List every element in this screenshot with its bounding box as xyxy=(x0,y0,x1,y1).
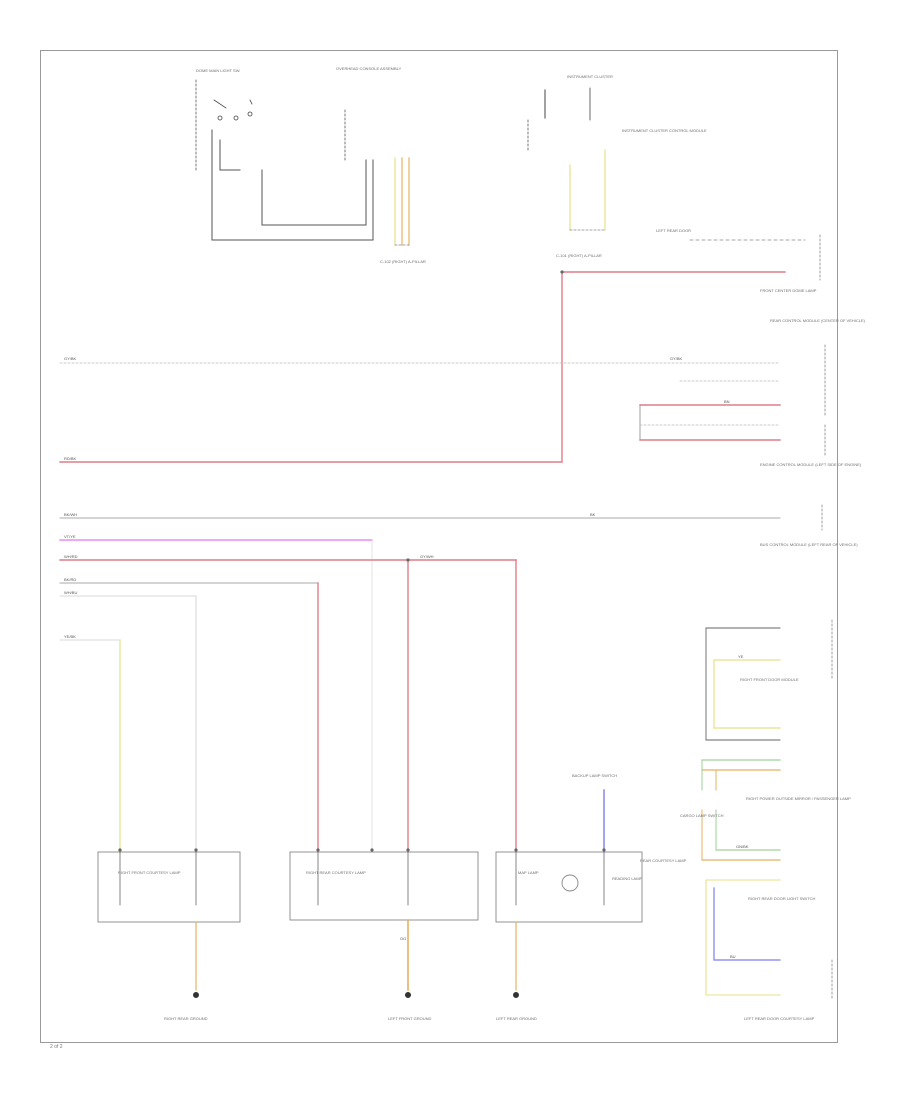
label-lr-door-lamp: LEFT REAR DOOR COURTESY LAMP xyxy=(744,1016,815,1021)
label-instrument-cluster: INSTRUMENT CLUSTER xyxy=(567,74,613,79)
label-ground-c: LEFT REAR GROUND xyxy=(496,1016,537,1021)
label-engine-ctrl: ENGINE CONTROL MODULE (LEFT SIDE OF ENGI… xyxy=(760,462,862,467)
wire-code-15: GN/BK xyxy=(736,844,749,849)
wire-code-14: OG xyxy=(400,936,406,941)
horizontal-bus-lines xyxy=(59,362,781,851)
wire-code-16: GY/WH xyxy=(420,554,434,559)
grounds xyxy=(193,992,519,998)
wire-code-7: BK/RD xyxy=(64,577,76,582)
dome-switch-group xyxy=(195,79,374,241)
wire-code-6: WH/RD xyxy=(64,554,78,559)
label-rear-control: REAR CONTROL MODULE (CENTER OF VEHICLE) xyxy=(770,318,866,323)
label-map-lamp: MAP LAMP xyxy=(518,870,539,875)
wire-code-13: BU xyxy=(730,954,736,959)
diagram-frame xyxy=(40,50,838,1043)
label-dome-switch: DOME MAIN LIGHT SW. xyxy=(196,68,240,73)
label-backup-lamp: BACKUP LAMP SWITCH xyxy=(572,773,617,778)
label-left-door: LEFT REAR DOOR xyxy=(656,228,691,233)
wire-code-4: BK/WH xyxy=(64,512,77,517)
right-side-connectors xyxy=(819,234,826,531)
labels: DOME MAIN LIGHT SW. OVERHEAD CONSOLE ASS… xyxy=(64,66,866,1021)
label-overhead: OVERHEAD CONSOLE ASSEMBLY xyxy=(336,66,402,71)
label-rr-lamp: RIGHT REAR COURTESY LAMP xyxy=(306,870,366,875)
label-conn-b: C-101 (RIGHT) A-PILLAR xyxy=(556,253,602,258)
rear-door-switch-wiring xyxy=(705,879,833,1001)
wire-code-2: GY/BK xyxy=(670,356,683,361)
label-rf-door-module: RIGHT FRONT DOOR MODULE xyxy=(740,677,799,682)
label-ground-a: RIGHT REAR GROUND xyxy=(164,1016,208,1021)
label-cargo-lamp: CARGO LAMP SWITCH xyxy=(680,813,724,818)
wire-code-10: BK xyxy=(590,512,596,517)
instrument-cluster-group xyxy=(527,87,606,231)
wire-code-9: YE/BK xyxy=(64,634,76,639)
wire-code-12: YE xyxy=(738,654,744,659)
label-right-rear-door: RIGHT REAR DOOR LIGHT SWITCH xyxy=(748,896,816,901)
wire-code-3: RD/BK xyxy=(64,456,77,461)
lamp-box-1 xyxy=(97,851,241,991)
wire-code-5: VT/YE xyxy=(64,534,76,539)
label-rear-courtesy: REAR COURTESY LAMP xyxy=(640,858,687,863)
main-red-wire xyxy=(59,271,786,463)
label-front-cargo: FRONT CENTER DOME LAMP xyxy=(760,288,817,293)
rf-door-module-wiring xyxy=(705,619,833,741)
terminals xyxy=(118,270,606,852)
lamp-box-3 xyxy=(495,789,643,991)
label-cluster-sub: INSTRUMENT CLUSTER CONTROL MODULE xyxy=(622,128,707,133)
sheet-id: 2 of 2 xyxy=(50,1044,63,1050)
label-reading-lamp: READING LAMP xyxy=(612,876,643,881)
label-ground-b: LEFT FRONT GROUND xyxy=(388,1016,432,1021)
wire-code-11: BN xyxy=(724,399,730,404)
connector-a-pins xyxy=(394,157,410,246)
wire-code-8: WH/BU xyxy=(64,590,77,595)
wire-code-1: GY/BK xyxy=(64,356,77,361)
label-rh-power: RIGHT POWER OUTSIDE MIRROR / PASSENGER L… xyxy=(746,796,851,801)
label-conn-a: C-102 (RIGHT) A-PILLAR xyxy=(380,259,426,264)
label-rf-lamp: RIGHT FRONT COURTESY LAMP xyxy=(118,870,181,875)
cargo-lamp-wiring xyxy=(701,759,781,861)
lamp-box-2 xyxy=(289,851,479,991)
label-bus-module: BUS CONTROL MODULE (LEFT REAR OF VEHICLE… xyxy=(760,542,858,547)
